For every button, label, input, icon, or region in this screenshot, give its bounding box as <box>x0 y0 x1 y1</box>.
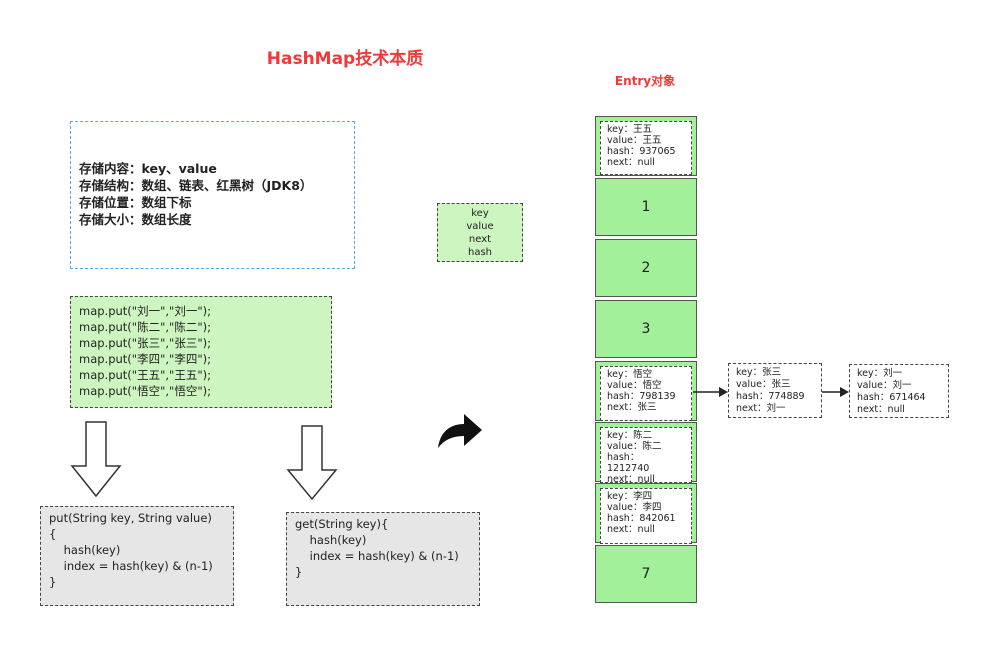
entry-node: key：悟空 value：悟空 hash：798139 next：张三 <box>600 366 692 421</box>
entry-node: key：陈二 value：陈二 hash： 1212740 next：null <box>600 427 692 483</box>
put-method-box: put(String key, String value) { hash(key… <box>40 506 234 606</box>
node-line: next：null <box>607 524 655 535</box>
entry-field: key <box>471 208 489 219</box>
info-line: 存储内容：key、value <box>79 161 217 176</box>
node-line: key：王五 <box>607 124 653 135</box>
code-line: } <box>295 565 303 579</box>
node-line: key：悟空 <box>607 369 653 380</box>
array-slot-6: key：李四 value：李四 hash：842061 next：null <box>595 483 697 544</box>
code-line: put(String key, String value) <box>49 511 212 525</box>
code-line: index = hash(key) & (n-1) <box>49 559 213 573</box>
slot-index: 7 <box>641 566 651 582</box>
slot-index: 3 <box>641 321 651 337</box>
node-line: next：刘一 <box>736 403 786 414</box>
info-line: 存储大小：数组长度 <box>79 212 192 227</box>
node-line: hash：937065 <box>607 146 676 157</box>
node-line: next：张三 <box>607 402 657 413</box>
array-slot-7: 7 <box>595 545 697 603</box>
node-line: next：null <box>607 474 655 483</box>
node-line: hash： <box>607 452 640 463</box>
entry-node: key：李四 value：李四 hash：842061 next：null <box>600 488 692 544</box>
put-call: map.put("王五","王五"); <box>79 368 211 382</box>
put-call: map.put("刘一","刘一"); <box>79 304 211 318</box>
node-line: value：王五 <box>607 135 662 146</box>
node-line: value：刘一 <box>857 380 912 391</box>
diagram-title: HashMap技术本质 <box>266 49 424 69</box>
link-arrow-icon <box>693 387 728 397</box>
code-line: { <box>49 527 57 541</box>
code-line: index = hash(key) & (n-1) <box>295 549 459 563</box>
put-call: map.put("陈二","陈二"); <box>79 320 211 334</box>
node-line: next：null <box>607 157 655 168</box>
info-line: 存储结构：数组、链表、红黑树（JDK8） <box>79 178 313 193</box>
entry-node: key：王五 value：王五 hash：937065 next：null <box>600 121 692 175</box>
array-slot-0: key：王五 value：王五 hash：937065 next：null <box>595 116 697 176</box>
get-method-box: get(String key){ hash(key) index = hash(… <box>286 512 480 606</box>
entry-field: next <box>468 234 492 245</box>
entry-title: Entry对象 <box>614 74 676 88</box>
put-calls-box: map.put("刘一","刘一"); map.put("陈二","陈二"); … <box>70 296 332 408</box>
node-line: value：李四 <box>607 502 662 513</box>
node-line: hash：842061 <box>607 513 676 524</box>
array-slot-2: 2 <box>595 239 697 297</box>
node-line: key：李四 <box>607 491 653 502</box>
node-line: hash：798139 <box>607 391 676 402</box>
code-line: } <box>49 575 57 589</box>
code-line: get(String key){ <box>295 517 389 531</box>
code-line: hash(key) <box>295 533 367 547</box>
put-call: map.put("李四","李四"); <box>79 352 211 366</box>
code-line: hash(key) <box>49 543 121 557</box>
entry-fields-box: key value next hash <box>437 203 523 262</box>
entry-field: value <box>466 221 494 232</box>
node-line: hash：671464 <box>857 392 926 403</box>
node-line: next：null <box>857 404 905 415</box>
storage-info-box: 存储内容：key、value 存储结构：数组、链表、红黑树（JDK8） 存储位置… <box>70 121 355 269</box>
entry-field: hash <box>467 247 492 258</box>
down-arrow-icon <box>286 425 338 501</box>
node-line: hash：774889 <box>736 391 805 402</box>
node-line: key：刘一 <box>857 368 903 379</box>
array-slot-5: key：陈二 value：陈二 hash： 1212740 next：null <box>595 422 697 483</box>
link-arrow-icon <box>822 387 849 397</box>
node-line: key：陈二 <box>607 430 653 441</box>
array-slot-3: 3 <box>595 300 697 358</box>
chain-node-1: key：张三 value：张三 hash：774889 next：刘一 <box>728 363 822 418</box>
array-slot-4: key：悟空 value：悟空 hash：798139 next：张三 <box>595 361 697 421</box>
slot-index: 2 <box>641 260 651 276</box>
node-line: 1212740 <box>607 463 650 474</box>
info-line: 存储位置：数组下标 <box>79 195 192 210</box>
node-line: key：张三 <box>736 367 782 378</box>
chain-node-2: key：刘一 value：刘一 hash：671464 next：null <box>849 364 949 418</box>
node-line: value：陈二 <box>607 441 662 452</box>
node-line: value：张三 <box>736 379 791 390</box>
put-call: map.put("张三","张三"); <box>79 336 211 350</box>
node-line: value：悟空 <box>607 380 662 391</box>
array-slot-1: 1 <box>595 178 697 236</box>
curved-arrow-icon <box>438 414 482 448</box>
down-arrow-icon <box>70 421 122 498</box>
put-call: map.put("悟空","悟空"); <box>79 384 211 398</box>
slot-index: 1 <box>641 199 651 215</box>
